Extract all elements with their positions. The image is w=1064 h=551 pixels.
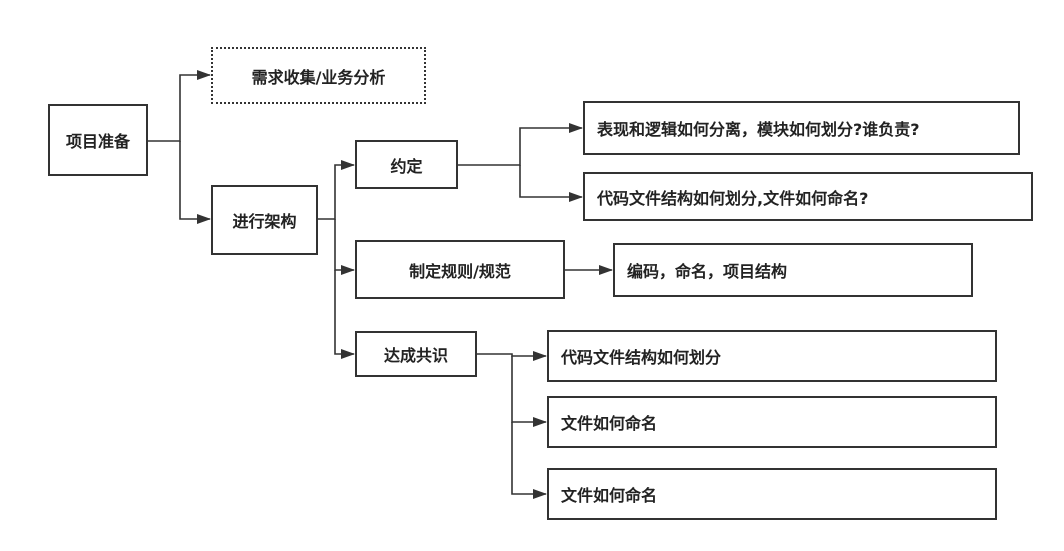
node-conventions: 约定 <box>355 140 458 189</box>
node-rules-label: 制定规则/规范 <box>409 261 511 281</box>
node-consensus-item-2: 文件如何命名 <box>547 396 997 448</box>
node-consensus-item-3: 文件如何命名 <box>547 468 997 520</box>
node-project-preparation: 项目准备 <box>48 104 148 176</box>
edge-conventions-separation <box>458 123 583 166</box>
node-coding-naming-label: 编码，命名，项目结构 <box>627 262 788 281</box>
node-coding-naming: 编码，命名，项目结构 <box>613 243 973 297</box>
edge-consensus-item-1 <box>477 351 547 361</box>
edge-consensus-item-2 <box>511 356 547 427</box>
edge-architecture-consensus <box>334 270 355 359</box>
edge-conventions-code-structure <box>519 165 583 202</box>
node-architecture-label: 进行架构 <box>232 212 297 231</box>
node-consensus-item-3-label: 文件如何命名 <box>561 486 658 505</box>
node-requirements-analysis: 需求收集/业务分析 <box>211 47 426 104</box>
node-architecture: 进行架构 <box>211 185 318 255</box>
node-consensus-item-1: 代码文件结构如何划分 <box>547 330 997 382</box>
edge-root-requirements <box>148 70 211 142</box>
edge-architecture-rules <box>334 219 355 275</box>
node-project-preparation-label: 项目准备 <box>65 132 130 151</box>
node-code-structure: 代码文件结构如何划分,文件如何命名? <box>583 172 1033 221</box>
edge-architecture-conventions <box>318 160 355 220</box>
node-separation-label: 表现和逻辑如何分离，模块如何划分?谁负责? <box>597 120 920 139</box>
node-conventions-label: 约定 <box>390 156 423 176</box>
node-code-structure-label: 代码文件结构如何划分,文件如何命名? <box>597 188 869 208</box>
edge-consensus-item-3 <box>511 422 547 499</box>
node-consensus-label: 达成共识 <box>383 346 448 365</box>
node-separation: 表现和逻辑如何分离，模块如何划分?谁负责? <box>583 101 1020 155</box>
node-consensus-item-1-label: 代码文件结构如何划分 <box>561 348 722 367</box>
node-consensus-item-2-label: 文件如何命名 <box>561 414 658 433</box>
node-requirements-analysis-label: 需求收集/业务分析 <box>251 67 386 87</box>
node-rules: 制定规则/规范 <box>355 240 565 299</box>
node-consensus: 达成共识 <box>355 331 477 377</box>
edge-root-architecture <box>179 141 211 224</box>
